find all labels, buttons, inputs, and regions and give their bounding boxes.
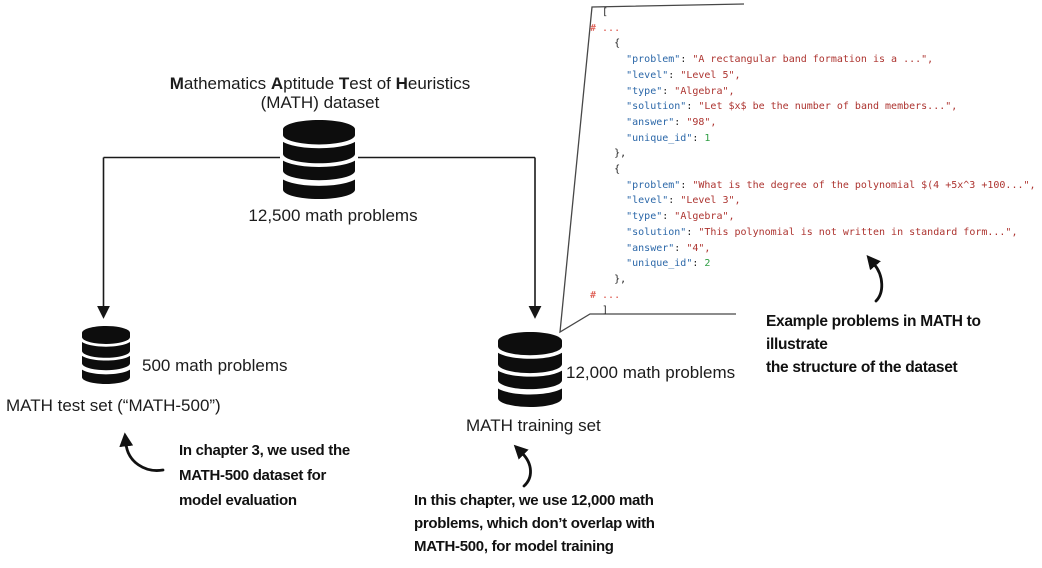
database-icon-training-set	[498, 332, 562, 407]
test-db-count-label: 500 math problems	[142, 356, 288, 375]
train-db-name-label: MATH training set	[466, 416, 601, 435]
train-db-count-label: 12,000 math problems	[566, 363, 736, 382]
title-part: A	[270, 74, 284, 93]
title-part: H	[395, 74, 408, 93]
code-callout-outline	[559, 3, 745, 334]
test-note: In chapter 3, we used the MATH-500 datas…	[179, 442, 350, 509]
example-note-arrow-icon	[866, 255, 884, 303]
dataset-title-line2: (MATH) dataset	[260, 93, 380, 112]
database-icon-test-set	[82, 326, 130, 384]
example-note: Example problems in MATH to illustrate t…	[766, 313, 981, 376]
title-part: euristics	[407, 74, 471, 93]
main-db-count-label: 12,500 math problems	[248, 206, 418, 225]
test-db-name-label: MATH test set (“MATH-500”)	[6, 396, 221, 415]
train-note: In this chapter, we use 12,000 math prob…	[414, 492, 655, 555]
title-part: ptitude	[283, 74, 339, 93]
title-part: M	[169, 74, 184, 93]
json-code-snippet: [# ... { "problem": "A rectangular band …	[590, 7, 1036, 317]
test-note-arrow-icon	[119, 432, 165, 472]
title-part: athematics	[183, 74, 271, 93]
train-note-arrow-icon	[513, 444, 532, 488]
database-icon-math-dataset	[283, 120, 355, 199]
dataset-title: Mathematics Aptitude Test of Heuristics …	[148, 74, 492, 112]
title-part: est of	[349, 74, 396, 93]
dataset-title-line1: Mathematics Aptitude Test of Heuristics	[148, 74, 492, 93]
title-part: T	[338, 74, 350, 93]
